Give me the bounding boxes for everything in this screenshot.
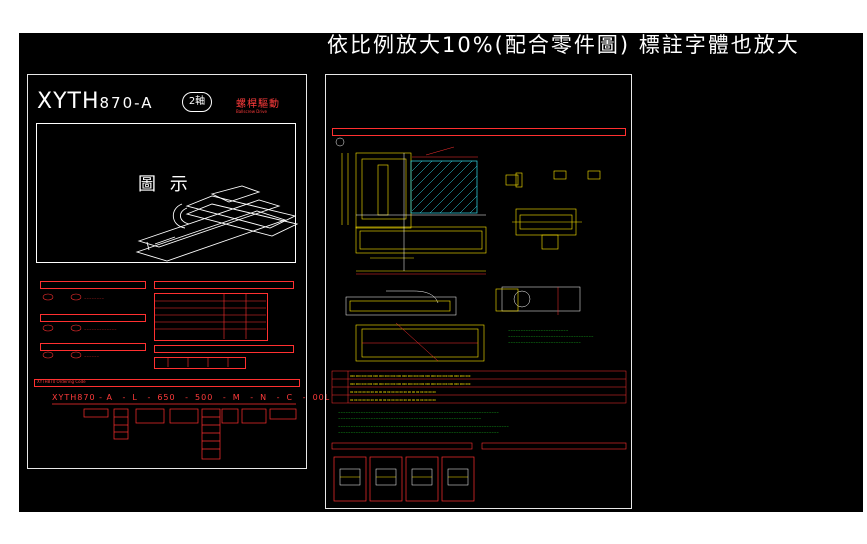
svg-text:~~~~~~~~~~~~~: ~~~~~~~~~~~~~	[84, 327, 117, 331]
svg-text:~~~~~~~~~~~~~~~~~~~~~~~~~~~~~~: ~~~~~~~~~~~~~~~~~~~~~~~~~~~~~~~~~~	[508, 334, 594, 338]
order-code-650: 650	[157, 393, 176, 402]
svg-text:~~~~~~~~~~~~~~~~~~~~~~~~~~~~~~: ~~~~~~~~~~~~~~~~~~~~~~~~~~~~~~~~~~~~~~~~…	[338, 410, 499, 414]
svg-text:~~~~~~~~~~~~~~~~~~~~~~~~~~~~~: ~~~~~~~~~~~~~~~~~~~~~~~~~~~~~	[508, 340, 581, 344]
svg-text:~~~~~~~~~~~~~~~~~~~~~~~~: ~~~~~~~~~~~~~~~~~~~~~~~~	[508, 328, 569, 332]
ordering-code-tree	[52, 403, 297, 460]
drive-title: 螺桿驅動	[236, 99, 280, 110]
order-code-m: M	[232, 393, 241, 402]
cad-drawing-canvas	[19, 33, 863, 512]
order-code-00l: 00L	[312, 393, 331, 402]
scale-note-banner: 依比例放大10%(配合零件圖) 標註字體也放大	[327, 33, 800, 57]
order-code-n: N	[260, 393, 268, 402]
dimension-drawing: ~~~~~~~~~~~~~~~~~~~~~~~~ ~~~~~~~~~~~~~~~…	[331, 137, 627, 502]
order-code-500: 500	[195, 393, 214, 402]
model-suffix: 870-A	[99, 94, 154, 112]
svg-text:~~~~~~~~~~~~~~~~~~~~~~~~~~~~~~: ~~~~~~~~~~~~~~~~~~~~~~~~~~~~~~~~~~~~~~~~…	[338, 416, 482, 420]
model-name: XYTH	[37, 89, 100, 114]
svg-text:000 000 000 000 000 000 000 00: 000 000 000 000 000 000 000 000 000 000 …	[350, 382, 471, 386]
spec-section-1-header	[40, 281, 146, 289]
right-sheet: ~~~~~~~~~~~~~~~~~~~~~~~~ ~~~~~~~~~~~~~~~…	[325, 74, 632, 509]
left-sheet: XYTH870-A 2軸 螺桿驅動 Ballscrew Drive 圖 示	[27, 74, 329, 469]
order-code-c: C	[286, 393, 294, 402]
svg-text:~~~~~~~~~~~~~~~~~~~~~~~~~~~~~~: ~~~~~~~~~~~~~~~~~~~~~~~~~~~~~~~~~~~~~~~~…	[338, 424, 509, 428]
stroke-table	[154, 357, 246, 369]
actuator-illustration	[135, 185, 299, 262]
svg-text:00 00 00 00 00 00 00 00: 00 00 00 00 00 00 00 00 00 00 00 00 00 0…	[350, 398, 436, 402]
order-code-model: XYTH870 - A	[52, 393, 113, 402]
spec-table	[154, 293, 268, 341]
illustration-frame: 圖 示	[36, 123, 299, 263]
axis-badge-label: 2軸	[188, 96, 206, 107]
order-code-l: L	[132, 393, 138, 402]
axis-badge: 2軸	[182, 92, 212, 112]
left-lower-details: ~~~~~~~~~~~~~~~~~~~~~~~~~~~	[42, 293, 266, 367]
svg-text:~~~~~~: ~~~~~~	[84, 354, 100, 358]
svg-text:000 000 000 000 000 000 000 00: 000 000 000 000 000 000 000 000 000 000 …	[350, 374, 471, 378]
model-title: XYTH870-A	[37, 89, 153, 114]
ordering-code-header: XYTH870 Ordering Code	[34, 379, 300, 387]
dimension-section-header	[332, 128, 626, 136]
ordering-code-line: XYTH870 - A -L -650 -500 -M -N -C -00L	[52, 393, 331, 402]
spec-section-2-header	[40, 314, 146, 322]
svg-text:00 00 00 00 00 00 00 00: 00 00 00 00 00 00 00 00 00 00 00 00 00 0…	[350, 390, 436, 394]
spec-table-header	[154, 281, 294, 289]
svg-text:~~~~~~~~: ~~~~~~~~	[84, 296, 105, 300]
svg-text:~~~~~~~~~~~~~~~~~~~~~~~~~~~~~~: ~~~~~~~~~~~~~~~~~~~~~~~~~~~~~~~~~~~~~~~~…	[338, 430, 499, 434]
ordering-code-title: XYTH870 Ordering Code	[37, 379, 86, 384]
stroke-table-header	[154, 345, 294, 353]
illustration-caption: 圖 示	[138, 174, 192, 195]
drive-subtitle: Ballscrew Drive	[236, 109, 267, 114]
spec-section-3-header	[40, 343, 146, 351]
